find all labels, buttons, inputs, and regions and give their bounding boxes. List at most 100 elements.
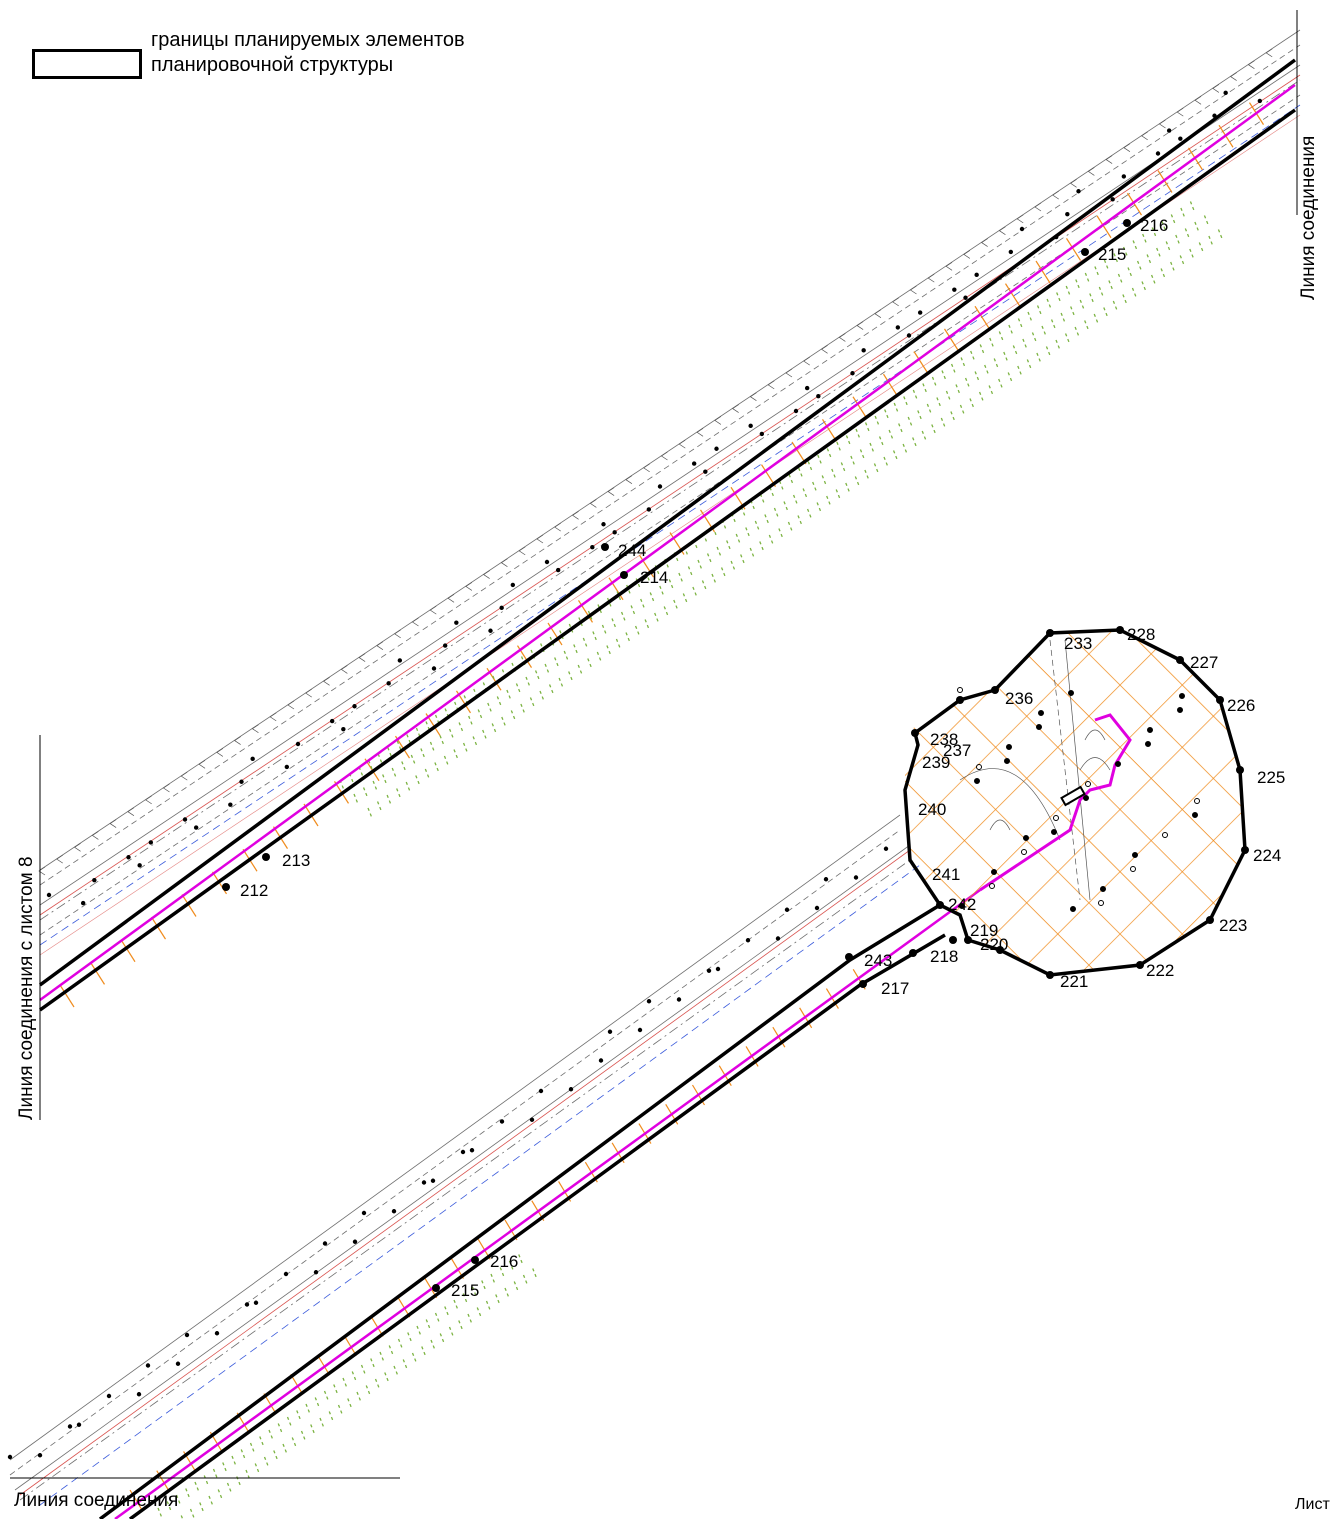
boundary-vertex	[1206, 916, 1214, 924]
point-242: 242	[948, 895, 976, 914]
vegetation-mark	[1060, 312, 1066, 324]
vegetation-mark	[520, 703, 526, 715]
slope-tick	[216, 748, 224, 757]
survey-dot	[391, 1209, 397, 1214]
vegetation-mark	[443, 755, 450, 767]
slope-tick	[1247, 60, 1255, 70]
vegetation-mark	[367, 807, 373, 819]
survey-dot	[529, 1117, 535, 1122]
vegetation-mark	[513, 1281, 519, 1292]
vegetation-mark	[587, 610, 594, 622]
slope-tick	[554, 522, 561, 532]
vegetation-mark	[439, 1333, 445, 1344]
vegetation-mark	[663, 606, 669, 617]
vegetation-mark	[402, 1359, 408, 1370]
vegetation-mark	[415, 775, 421, 786]
vegetation-mark	[273, 1450, 279, 1461]
vegetation-mark	[384, 1372, 390, 1383]
slope-tick	[340, 665, 348, 674]
survey-dot	[1100, 886, 1106, 892]
vegetation-mark	[254, 1463, 260, 1474]
survey-dot	[46, 892, 52, 898]
vegetation-mark	[959, 404, 966, 416]
vegetation-mark	[222, 1462, 228, 1473]
vegetation-mark	[277, 1423, 283, 1434]
survey-dot	[137, 863, 142, 868]
orange-hatch-line	[59, 984, 75, 1008]
vegetation-mark	[978, 391, 985, 403]
vegetation-mark	[386, 794, 392, 806]
vegetation-mark	[1031, 332, 1038, 343]
vegetation-mark	[1170, 261, 1176, 273]
survey-dot	[329, 718, 335, 724]
vegetation-mark	[1012, 345, 1018, 356]
vegetation-mark	[1074, 326, 1080, 338]
vegetation-mark	[855, 428, 861, 440]
vegetation-mark	[1070, 306, 1076, 317]
vegetation-mark	[310, 1424, 316, 1435]
vegetation-mark	[496, 696, 502, 707]
vegetation-mark	[356, 1391, 362, 1403]
survey-dot	[253, 1300, 259, 1305]
vegetation-mark	[974, 371, 980, 382]
vegetation-mark	[1108, 280, 1114, 291]
vegetation-mark	[1146, 254, 1152, 265]
slope-tick	[1069, 178, 1077, 188]
vegetation-mark	[518, 1254, 524, 1265]
point-233: 233	[1064, 634, 1092, 653]
vegetation-mark	[430, 1339, 436, 1351]
survey-dot	[460, 1149, 466, 1155]
vegetation-mark	[180, 1515, 184, 1519]
vegetation-mark	[806, 508, 813, 520]
vegetation-mark	[850, 455, 856, 467]
vegetation-mark	[854, 476, 860, 487]
vegetation-mark	[692, 586, 698, 598]
boundary-vertex	[1123, 219, 1131, 227]
legend-label: границы планируемых элементов планировоч…	[151, 28, 531, 78]
vegetation-mark	[504, 1287, 510, 1299]
boundary-vertex	[1216, 696, 1224, 704]
vegetation-mark	[231, 1455, 237, 1467]
vegetation-mark	[1203, 215, 1210, 226]
vegetation-mark	[1122, 246, 1129, 258]
vegetation-mark	[323, 1390, 330, 1402]
survey-dot	[1179, 693, 1185, 699]
point-215-lower: 215	[451, 1281, 479, 1300]
survey-dot	[80, 900, 86, 906]
boundary-vertex	[1176, 656, 1184, 664]
vegetation-mark	[883, 456, 889, 468]
survey-dot	[341, 726, 346, 732]
survey-dot	[745, 938, 751, 943]
slope-tick	[465, 582, 473, 591]
vegetation-mark	[969, 398, 975, 409]
vegetation-mark	[768, 534, 774, 546]
vegetation-mark	[1122, 294, 1128, 305]
slope-tick	[411, 617, 419, 627]
survey-dot	[1076, 189, 1081, 194]
slope-tick	[838, 333, 846, 342]
vegetation-mark	[189, 1508, 196, 1519]
orange-hatch-line	[577, 600, 594, 623]
survey-dot	[1132, 852, 1138, 858]
survey-dot	[1053, 234, 1059, 240]
survey-dot	[703, 469, 708, 474]
survey-dot	[322, 1241, 328, 1246]
vegetation-mark	[268, 1429, 274, 1441]
survey-dot	[1085, 781, 1091, 787]
boundary-vertex	[432, 1284, 440, 1292]
survey-dot	[214, 1331, 220, 1336]
vegetation-mark	[668, 579, 674, 590]
vegetation-mark	[525, 676, 531, 688]
slope-tick	[1141, 131, 1148, 141]
survey-dot	[510, 582, 516, 588]
vegetation-mark	[1142, 233, 1148, 245]
vegetation-mark	[630, 605, 636, 616]
vegetation-mark	[1113, 253, 1119, 264]
vegetation-mark	[907, 416, 913, 428]
slope-tick	[56, 854, 63, 864]
vegetation-mark	[501, 716, 507, 728]
vegetation-mark	[499, 1267, 505, 1278]
survey-dot	[386, 681, 391, 686]
survey-dot	[917, 310, 923, 315]
